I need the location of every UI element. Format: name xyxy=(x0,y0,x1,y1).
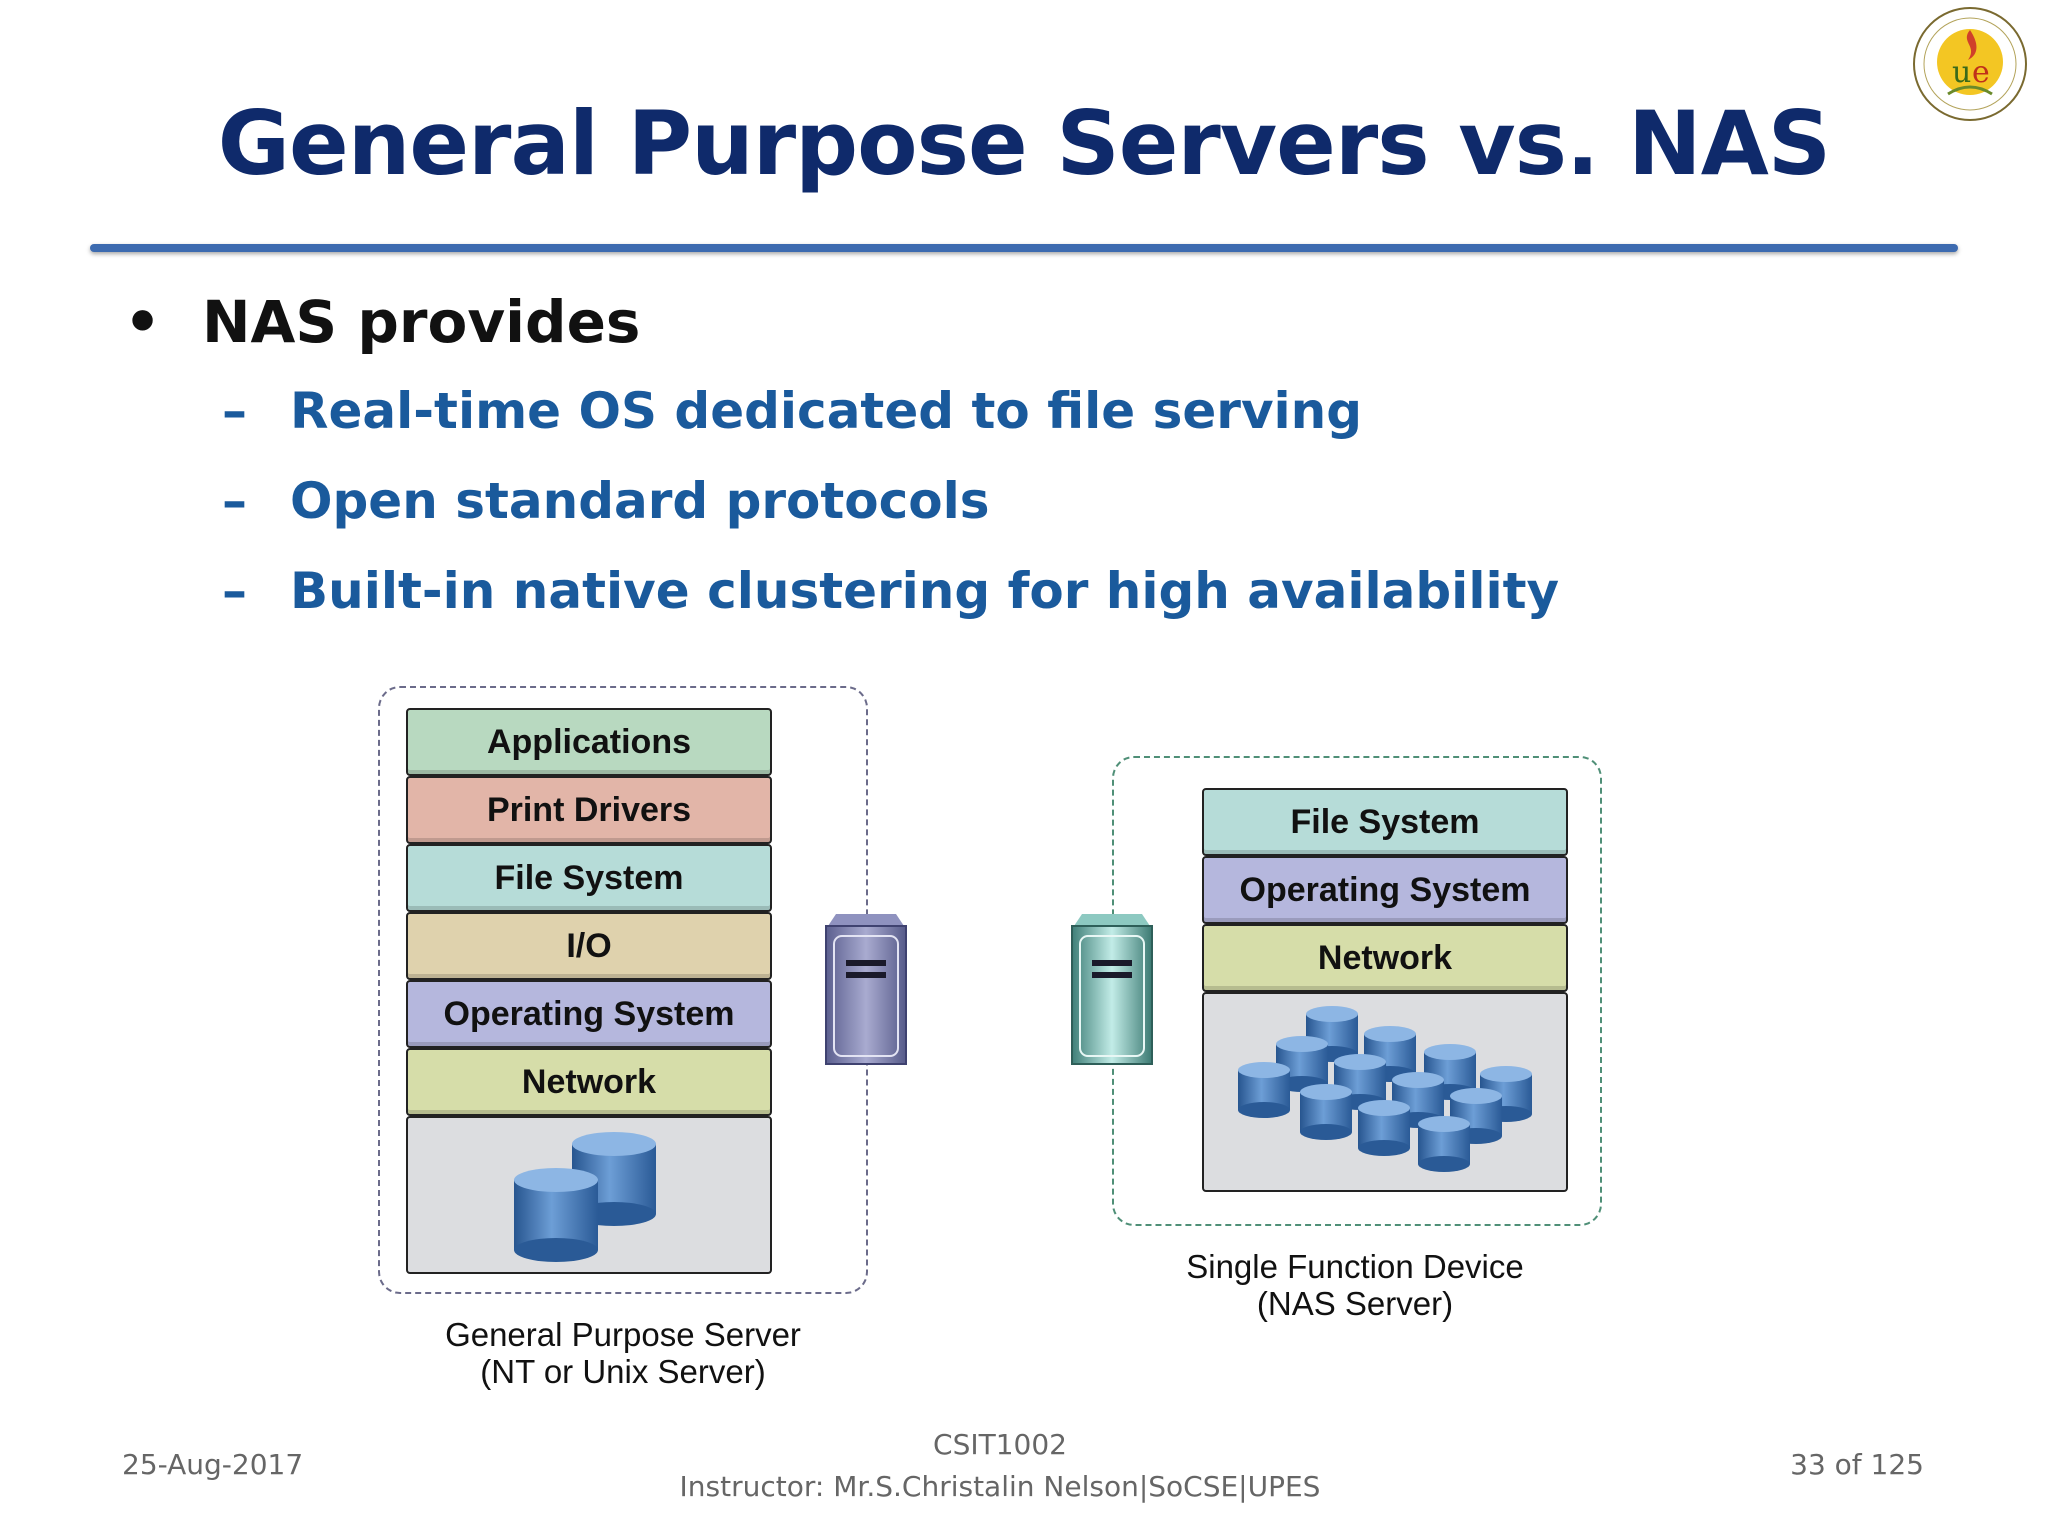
nas-tower-icon xyxy=(1071,914,1153,1065)
layer-file-system: File System xyxy=(406,844,772,912)
university-logo: u e xyxy=(1913,7,2027,121)
disk-icon xyxy=(514,1132,656,1262)
nas-layer-network: Network xyxy=(1202,924,1568,992)
footer-instructor: Instructor: Mr.S.Christalin Nelson|SoCSE… xyxy=(679,1470,1321,1503)
bullet-nas-provides: • NAS provides xyxy=(124,288,640,356)
caption-line: (NT or Unix Server) xyxy=(480,1353,766,1390)
title-divider xyxy=(90,244,1958,252)
layer-applications: Applications xyxy=(406,708,772,776)
svg-text:u: u xyxy=(1952,55,1971,90)
bullet-text: NAS provides xyxy=(202,288,641,356)
subbullet-2: –Open standard protocols xyxy=(222,472,990,530)
nas-layer-file-system: File System xyxy=(1202,788,1568,856)
general-server-caption: General Purpose Server (NT or Unix Serve… xyxy=(378,1316,868,1390)
caption-line: Single Function Device xyxy=(1186,1248,1524,1285)
svg-text:e: e xyxy=(1972,55,1990,90)
footer-date: 25-Aug-2017 xyxy=(122,1448,304,1481)
storage-area xyxy=(406,1116,772,1274)
bullet-dot-icon: • xyxy=(124,288,162,356)
footer-course: CSIT1002 xyxy=(933,1428,1067,1461)
nas-layer-operating-system: Operating System xyxy=(1202,856,1568,924)
subbullet-1: –Real-time OS dedicated to file serving xyxy=(222,382,1362,440)
disk-array-icon xyxy=(1238,1006,1532,1172)
layer-print-drivers: Print Drivers xyxy=(406,776,772,844)
subbullet-text: Real-time OS dedicated to file serving xyxy=(290,382,1363,440)
layer-network: Network xyxy=(406,1048,772,1116)
footer-page-number: 33 of 125 xyxy=(1790,1448,1924,1481)
slide-title: General Purpose Servers vs. NAS xyxy=(217,92,1831,195)
subbullet-text: Open standard protocols xyxy=(290,472,990,530)
subbullet-text: Built-in native clustering for high avai… xyxy=(290,562,1560,620)
caption-line: General Purpose Server xyxy=(445,1316,801,1353)
caption-line: (NAS Server) xyxy=(1256,1285,1454,1322)
nas-caption: Single Function Device (NAS Server) xyxy=(1112,1248,1598,1322)
layer-operating-system: Operating System xyxy=(406,980,772,1048)
dash-icon: – xyxy=(222,382,247,440)
nas-storage-area xyxy=(1202,992,1568,1192)
subbullet-3: –Built-in native clustering for high ava… xyxy=(222,562,1559,620)
server-tower-icon xyxy=(825,914,907,1065)
layer-io: I/O xyxy=(406,912,772,980)
dash-icon: – xyxy=(222,472,247,530)
dash-icon: – xyxy=(222,562,247,620)
